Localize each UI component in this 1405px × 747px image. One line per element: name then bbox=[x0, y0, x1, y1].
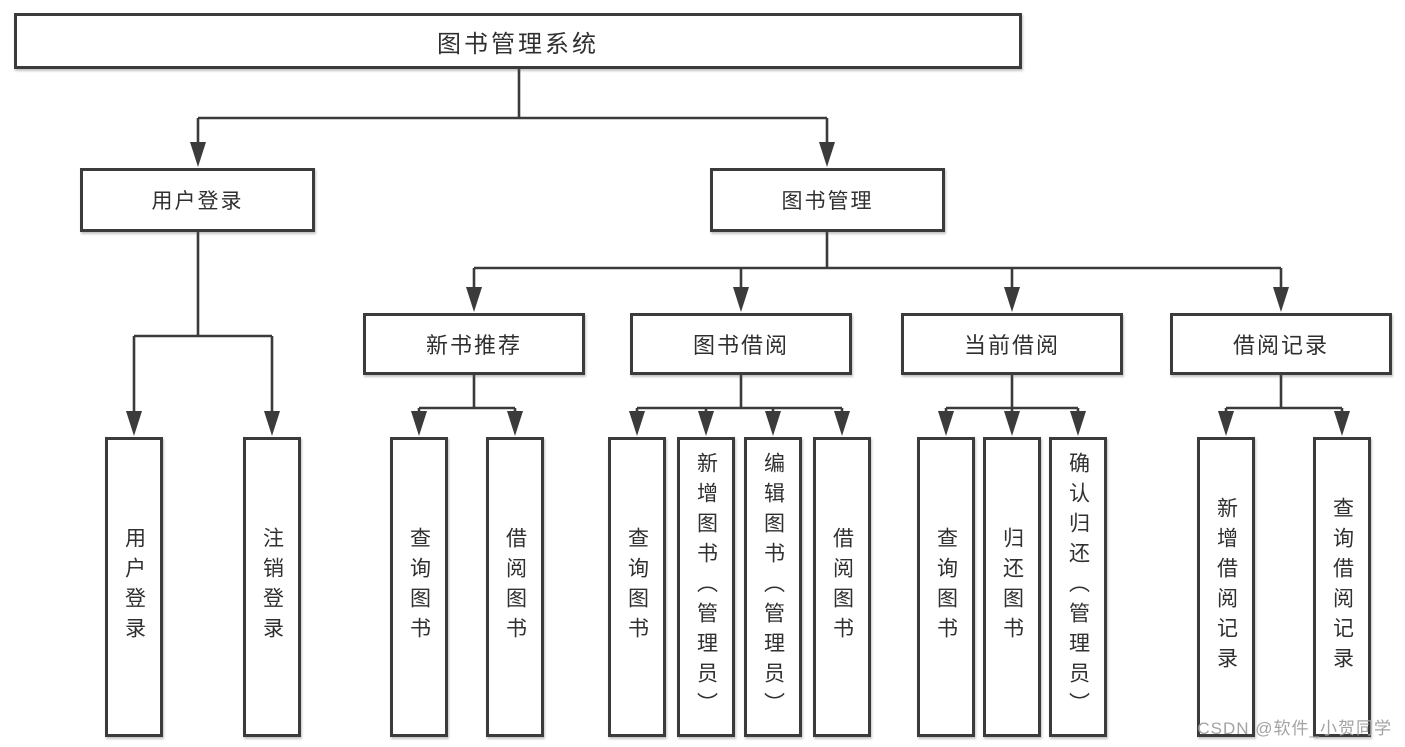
node-borrow-records-label: 借阅记录 bbox=[1232, 333, 1329, 358]
leaf-return-books-label: 归还图书 bbox=[1000, 527, 1024, 647]
leaf-query-books-2-label: 查询图书 bbox=[625, 527, 649, 647]
leaf-confirm-return-admin-label: 确认归还（管理员） bbox=[1066, 452, 1090, 722]
leaf-add-book-admin: 新增图书（管理员） bbox=[677, 437, 735, 737]
leaf-user-login-label: 用户登录 bbox=[122, 527, 146, 647]
node-book-management-label: 图书管理 bbox=[781, 190, 874, 213]
node-borrow-records: 借阅记录 bbox=[1170, 313, 1392, 375]
leaf-borrow-books-1: 借阅图书 bbox=[486, 437, 544, 737]
leaf-add-book-admin-label: 新增图书（管理员） bbox=[694, 452, 718, 722]
node-current-borrow: 当前借阅 bbox=[901, 313, 1123, 375]
leaf-query-books-2: 查询图书 bbox=[608, 437, 666, 737]
node-root: 图书管理系统 bbox=[14, 13, 1022, 69]
node-user-login-label: 用户登录 bbox=[151, 190, 244, 213]
leaf-user-login: 用户登录 bbox=[105, 437, 163, 737]
leaf-edit-book-admin: 编辑图书（管理员） bbox=[744, 437, 802, 737]
leaf-add-borrow-record: 新增借阅记录 bbox=[1197, 437, 1255, 737]
node-user-login: 用户登录 bbox=[80, 168, 315, 232]
node-book-borrow: 图书借阅 bbox=[630, 313, 852, 375]
node-root-label: 图书管理系统 bbox=[437, 30, 599, 58]
leaf-query-borrow-record-label: 查询借阅记录 bbox=[1330, 497, 1354, 677]
leaf-query-books-3: 查询图书 bbox=[917, 437, 975, 737]
node-new-book-recommend: 新书推荐 bbox=[363, 313, 585, 375]
leaf-borrow-books-1-label: 借阅图书 bbox=[503, 527, 527, 647]
node-book-borrow-label: 图书借阅 bbox=[692, 333, 789, 358]
leaf-query-books-3-label: 查询图书 bbox=[934, 527, 958, 647]
leaf-query-books-1-label: 查询图书 bbox=[407, 527, 431, 647]
leaf-logout-label: 注销登录 bbox=[260, 527, 284, 647]
node-current-borrow-label: 当前借阅 bbox=[963, 333, 1060, 358]
leaf-edit-book-admin-label: 编辑图书（管理员） bbox=[761, 452, 785, 722]
leaf-logout: 注销登录 bbox=[243, 437, 301, 737]
leaf-confirm-return-admin: 确认归还（管理员） bbox=[1049, 437, 1107, 737]
leaf-return-books: 归还图书 bbox=[983, 437, 1041, 737]
node-new-book-recommend-label: 新书推荐 bbox=[425, 333, 522, 358]
leaf-query-books-1: 查询图书 bbox=[390, 437, 448, 737]
node-book-management: 图书管理 bbox=[710, 168, 945, 232]
leaf-add-borrow-record-label: 新增借阅记录 bbox=[1214, 497, 1238, 677]
leaf-query-borrow-record: 查询借阅记录 bbox=[1313, 437, 1371, 737]
leaf-borrow-books-2: 借阅图书 bbox=[813, 437, 871, 737]
watermark-text: CSDN @软件_小贺同学 bbox=[1197, 719, 1392, 738]
leaf-borrow-books-2-label: 借阅图书 bbox=[830, 527, 854, 647]
